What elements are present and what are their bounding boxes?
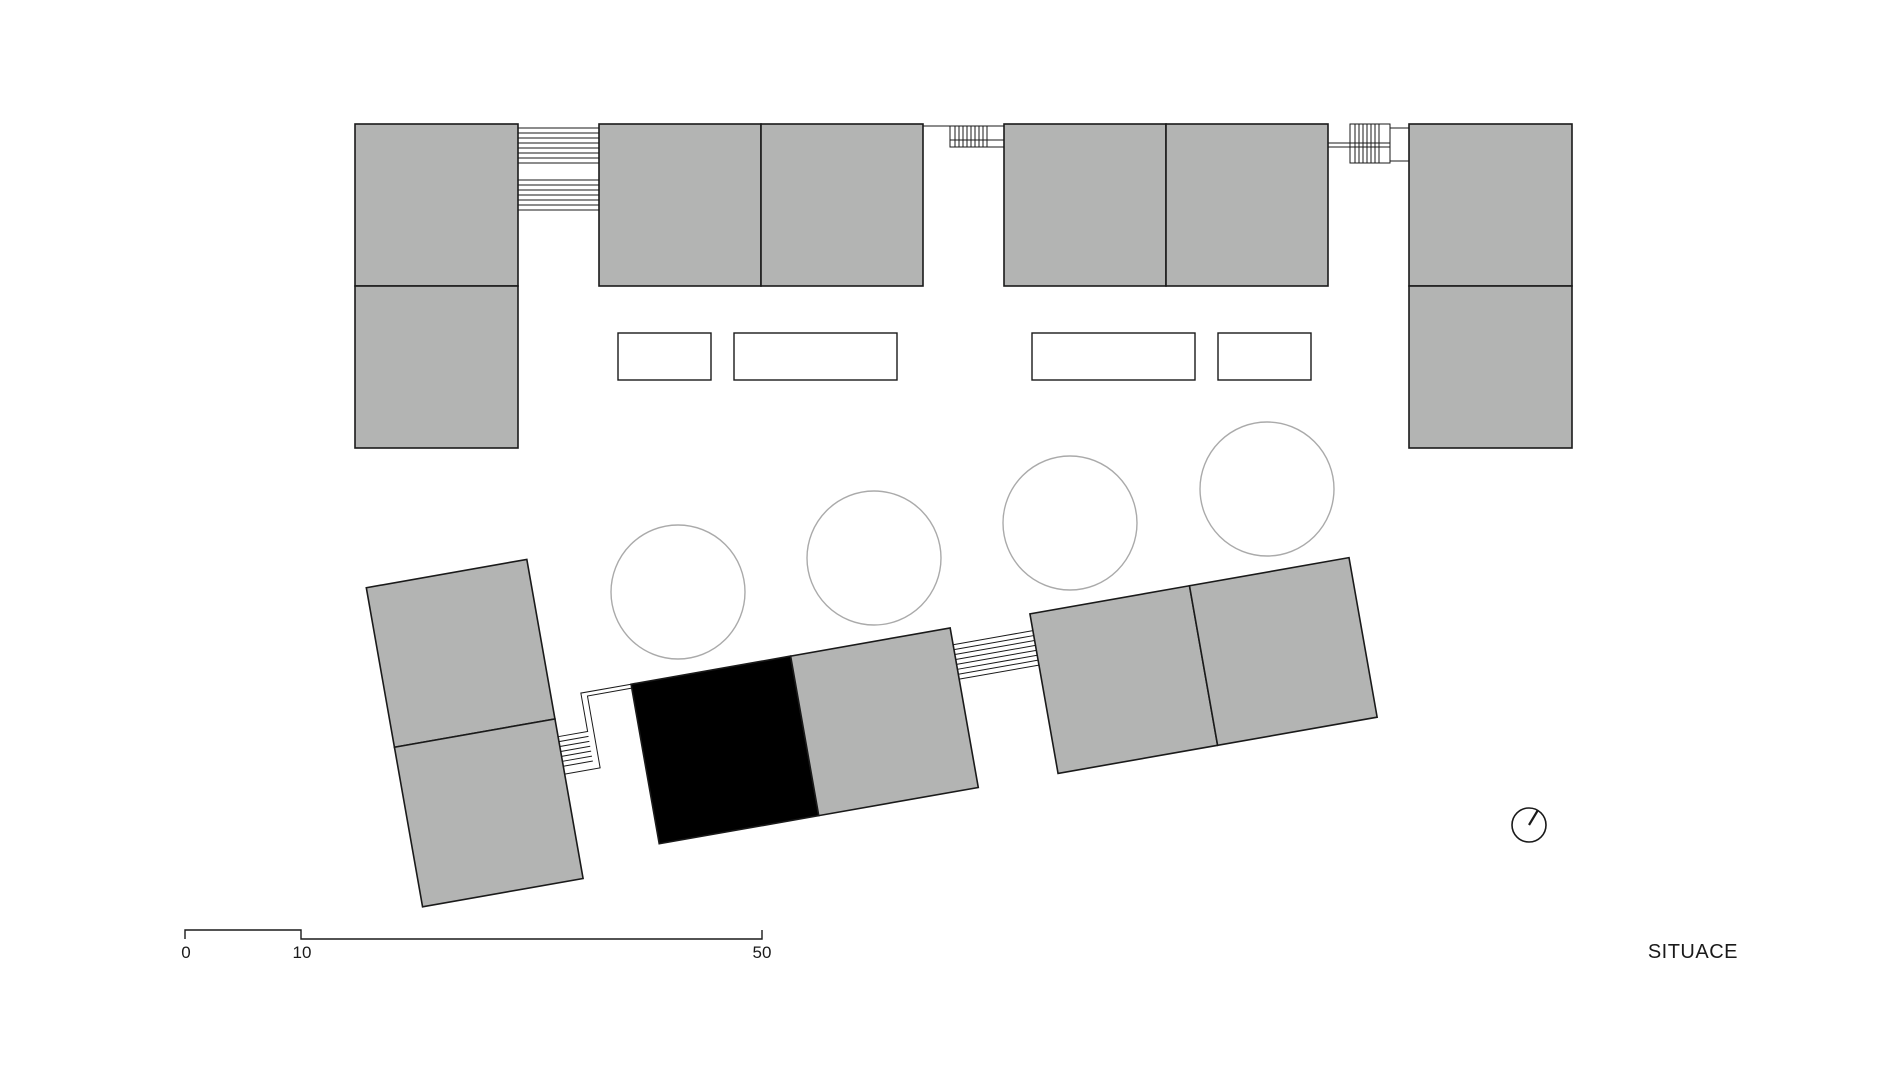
highlighted-block <box>630 655 820 845</box>
planters <box>617 332 1312 381</box>
building-block <box>1165 123 1329 287</box>
building-block <box>760 123 924 287</box>
walkway <box>518 179 599 211</box>
scale-label-10: 10 <box>293 943 312 962</box>
scale-label-0: 0 <box>181 943 190 962</box>
building-block <box>789 627 980 817</box>
walkway <box>953 630 1040 680</box>
tree <box>806 490 942 626</box>
tree <box>610 524 746 660</box>
building-block <box>1003 123 1167 287</box>
building-block <box>354 285 519 449</box>
building-group-top <box>354 123 1573 449</box>
building-block <box>598 123 762 287</box>
planter <box>617 332 712 381</box>
building-block <box>1188 556 1379 747</box>
building-block <box>1029 584 1219 775</box>
tree <box>1002 455 1138 591</box>
building-block <box>365 558 556 749</box>
planter <box>733 332 898 381</box>
planter <box>1031 332 1196 381</box>
walkway-stair <box>557 683 632 775</box>
walkway <box>518 127 599 164</box>
planter <box>1217 332 1312 381</box>
building-block <box>1408 285 1573 449</box>
building-group-bottom <box>365 556 1379 908</box>
building-block <box>354 123 519 287</box>
drawing-title: SITUACE <box>1648 941 1738 963</box>
trees <box>610 421 1335 660</box>
walkway-stair <box>923 125 1004 148</box>
building-block <box>1408 123 1573 287</box>
tree <box>1199 421 1335 557</box>
walkway-stair <box>1328 123 1409 164</box>
north-arrow-icon <box>1511 807 1547 843</box>
scale-label-50: 50 <box>753 943 772 962</box>
building-block <box>393 718 585 908</box>
scale-bar: 0 10 50 <box>181 929 772 962</box>
